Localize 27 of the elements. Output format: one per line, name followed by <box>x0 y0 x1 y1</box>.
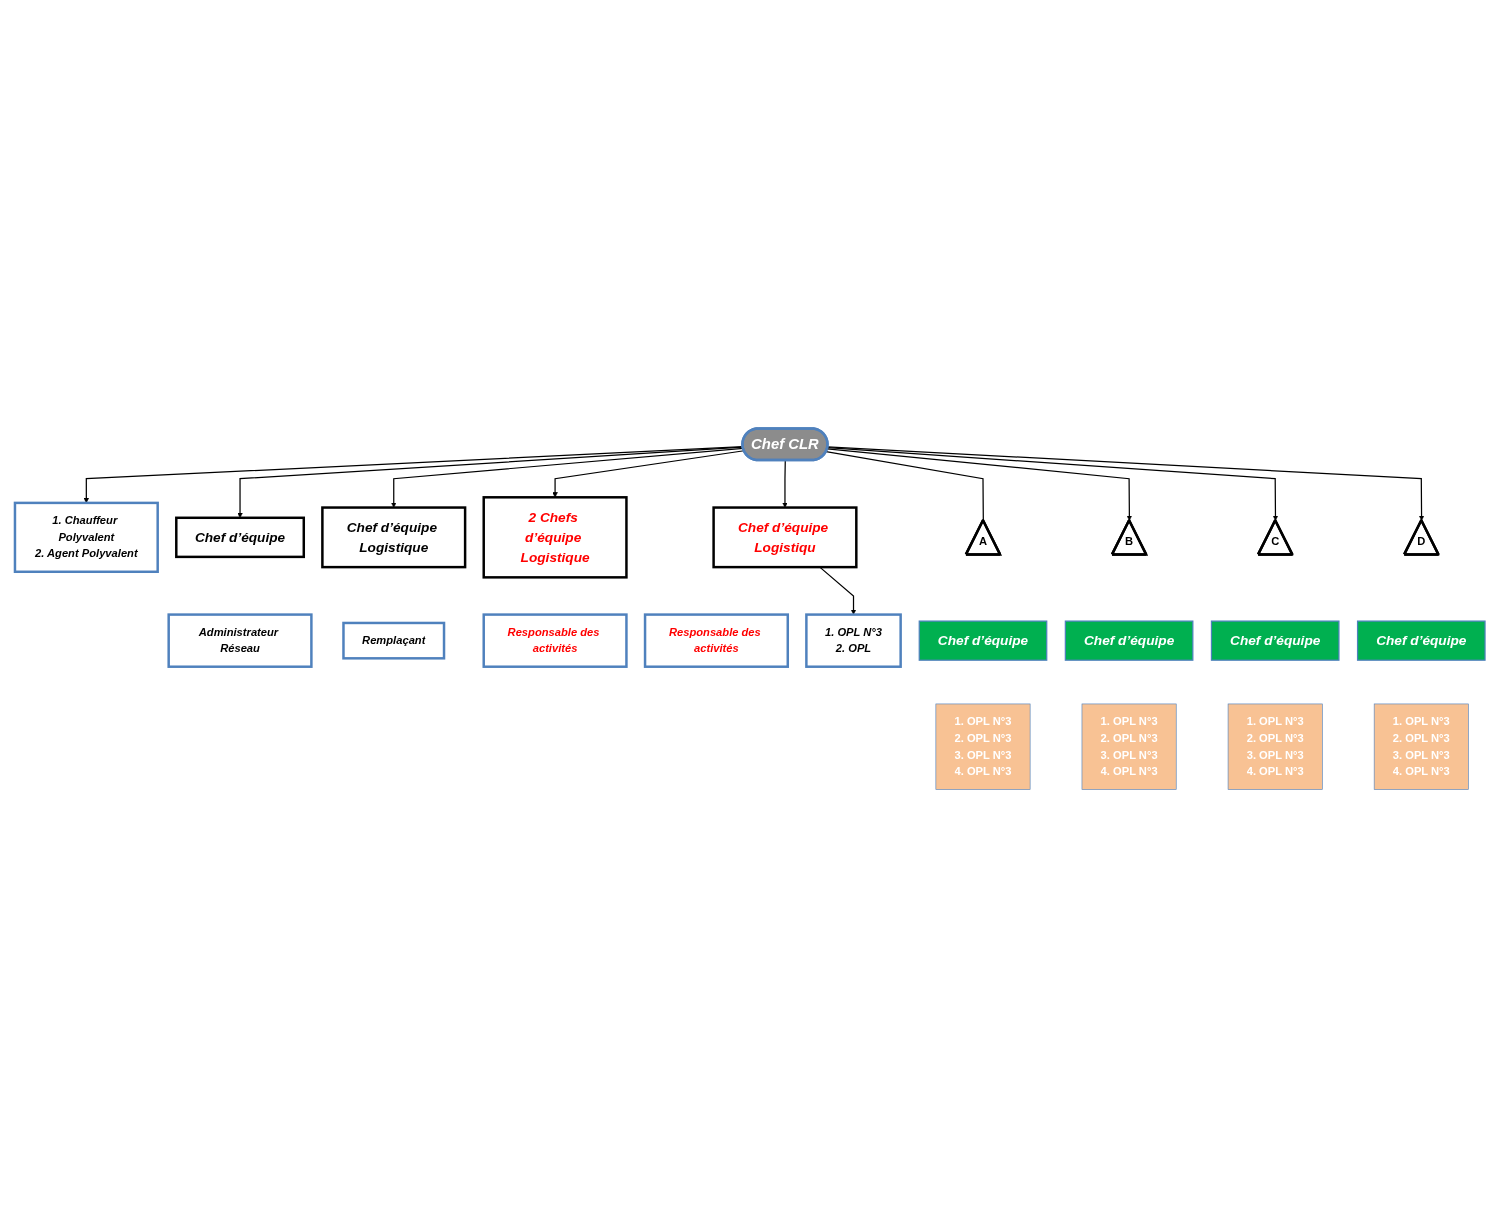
arrow <box>390 447 744 508</box>
node-box: 1. OPL N°3 2. OPL N°3 3. OPL N°3 4. OPL N°3 <box>935 703 1030 790</box>
connector <box>825 450 984 521</box>
arrow <box>826 445 1424 521</box>
node-box: 1. OPL N°3 2. OPL N°3 3. OPL N°3 4. OPL N°3 <box>1227 703 1323 790</box>
node-box: Chef d’équipe Logistique <box>320 505 466 568</box>
arrow <box>818 566 856 615</box>
node-box: Responsable des activités <box>482 612 628 668</box>
node-box: Chef d’équipe <box>1356 620 1486 661</box>
arrow <box>826 447 1132 521</box>
node-box: Chef d’équipe <box>1210 620 1340 661</box>
node-box: 1. Chauffeur Polyvalent 2. Agent Polyvalent <box>13 501 159 573</box>
arrow <box>781 459 788 508</box>
node-box: Remplaçant <box>341 621 445 660</box>
node-box: Chef d’équipe <box>918 620 1047 661</box>
node-box: Chef d’équipe Logistiqu <box>711 505 858 568</box>
node-box: 1. OPL N°3 2. OPL <box>804 612 902 668</box>
arrow <box>826 446 1278 521</box>
node-box: Responsable des activités <box>643 612 789 668</box>
arrow <box>236 446 744 518</box>
node-box: 1. OPL N°3 2. OPL N°3 3. OPL N°3 4. OPL N°3 <box>1373 703 1469 790</box>
arrow <box>83 445 743 503</box>
node-box: Administrateur Réseau <box>166 612 313 668</box>
node-box: 2 Chefs d’équipe Logistique <box>482 495 628 579</box>
node-box: Chef d’équipe <box>1064 620 1193 661</box>
node-box: 1. OPL N°3 2. OPL N°3 3. OPL N°3 4. OPL N°3 <box>1081 703 1177 790</box>
node-box: Chef d’équipe <box>174 516 305 558</box>
